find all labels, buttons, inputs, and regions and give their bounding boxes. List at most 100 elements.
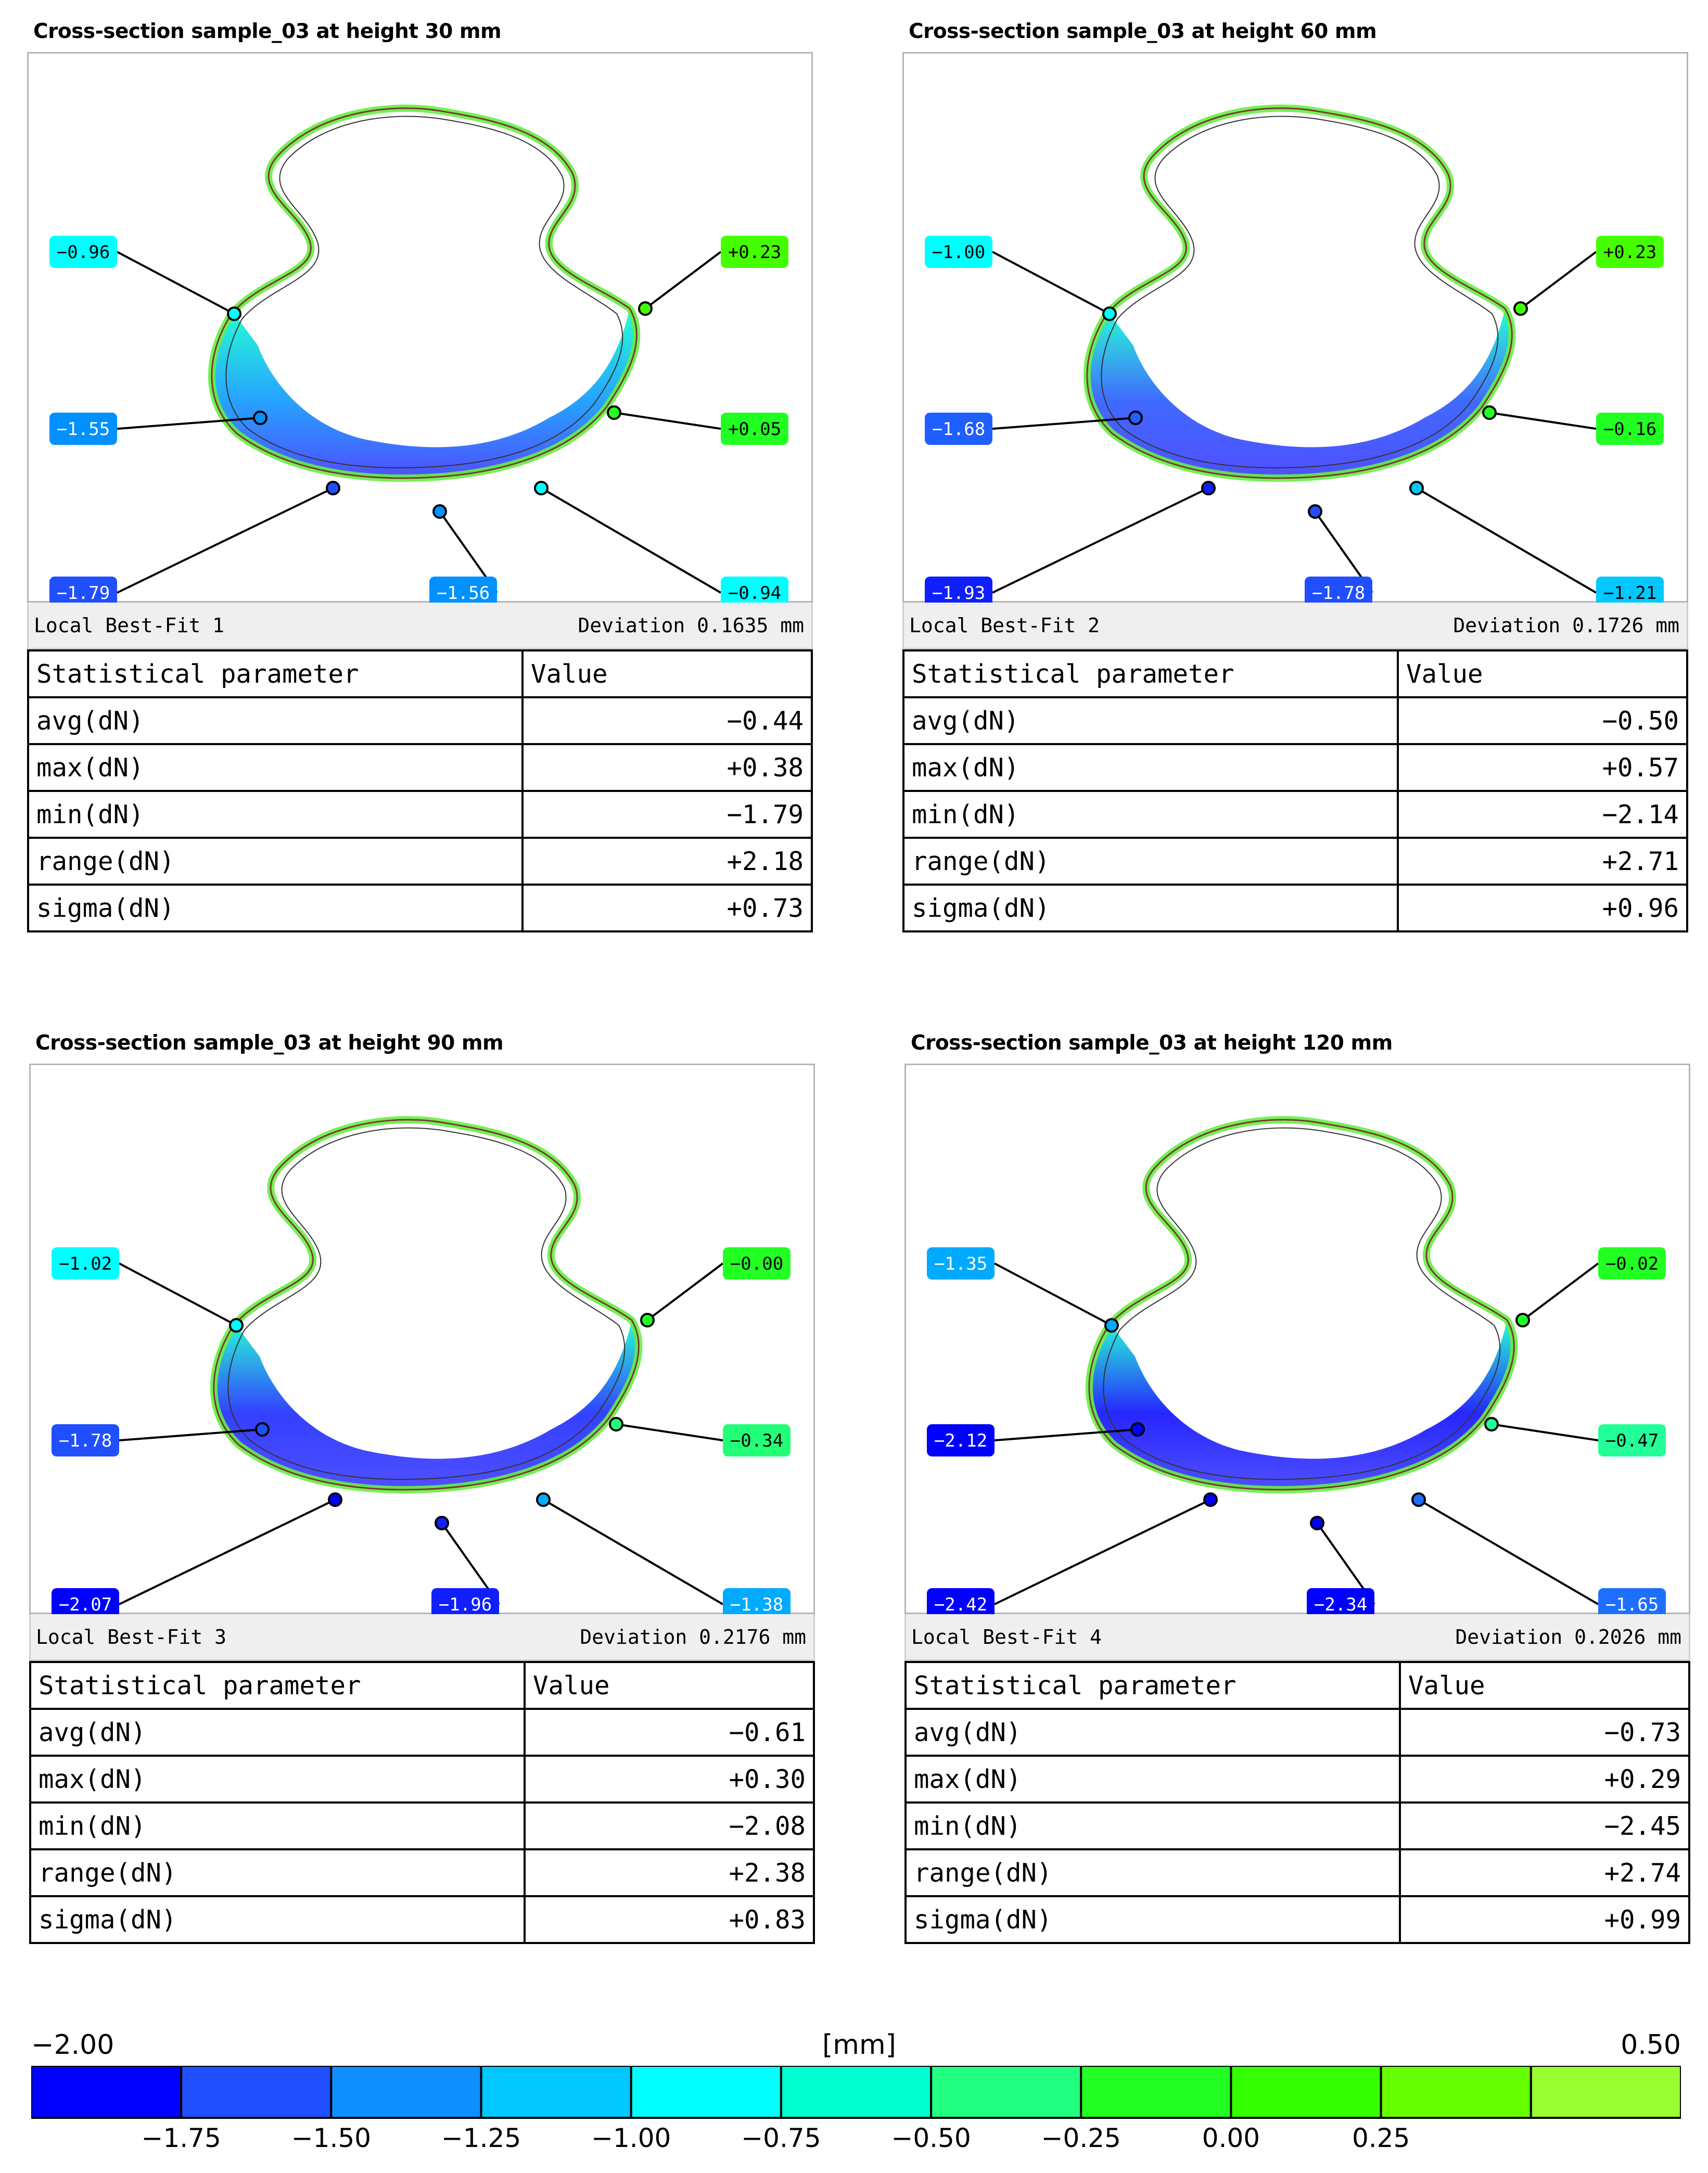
color-scale-segment xyxy=(1080,2066,1232,2119)
best-fit-label: Local Best-Fit 2 xyxy=(909,614,1100,637)
deviation-label-text: −2.07 xyxy=(59,1594,112,1615)
param-name: avg(dN) xyxy=(902,696,1399,745)
actual-outline xyxy=(1086,107,1513,479)
deviation-label-text: −0.34 xyxy=(730,1430,783,1451)
color-scale-segment xyxy=(1230,2066,1382,2119)
table-row: avg(dN)−0.50 xyxy=(902,696,1688,745)
deviation-label-text: −1.55 xyxy=(57,419,110,440)
param-name: avg(dN) xyxy=(904,1708,1401,1757)
param-value: +0.29 xyxy=(1399,1755,1690,1804)
param-name: min(dN) xyxy=(904,1801,1401,1850)
leader-line xyxy=(646,1262,724,1321)
best-fit-bar: Local Best-Fit 3 Deviation 0.2176 mm xyxy=(29,1614,815,1661)
legend-unit-label: [mm] xyxy=(822,2029,896,2061)
leader-line xyxy=(994,1262,1112,1326)
table-row: range(dN)+2.74 xyxy=(904,1848,1690,1897)
deviation-label-box xyxy=(1596,577,1664,604)
deviation-label-box xyxy=(925,236,992,268)
deviation-label-text: −1.35 xyxy=(934,1254,987,1274)
deviation-label: Deviation 0.2026 mm xyxy=(1455,1626,1681,1648)
param-value: +0.57 xyxy=(1397,743,1688,792)
best-fit-label: Local Best-Fit 3 xyxy=(36,1626,227,1648)
header-value: Value xyxy=(524,1661,815,1710)
table-row: min(dN)−2.08 xyxy=(29,1801,815,1850)
deviation-label-box xyxy=(431,1588,499,1616)
legend-tick-label: −1.25 xyxy=(441,2123,521,2153)
table-row: sigma(dN)+0.73 xyxy=(27,884,813,932)
deviation-label-text: −1.21 xyxy=(1603,583,1656,604)
deviation-band xyxy=(1090,1320,1514,1490)
param-name: sigma(dN) xyxy=(904,1895,1401,1944)
leader-line xyxy=(992,417,1136,430)
deviation-band xyxy=(215,1320,639,1490)
deviation-label: Deviation 0.1635 mm xyxy=(578,614,804,637)
color-scale-segment xyxy=(31,2066,183,2119)
deviation-label-box xyxy=(1598,1588,1666,1616)
measure-point-marker xyxy=(435,1516,449,1530)
param-value: −0.44 xyxy=(521,696,813,745)
legend-tick-label: 0.25 xyxy=(1352,2123,1410,2153)
param-name: avg(dN) xyxy=(29,1708,526,1757)
param-name: sigma(dN) xyxy=(902,884,1399,932)
param-value: +0.96 xyxy=(1397,884,1688,932)
nominal-outline xyxy=(1101,116,1499,468)
deviation-label-box xyxy=(925,413,992,445)
measure-point-marker xyxy=(1201,481,1216,495)
cross-section-plot: −1.35−2.12−2.42−2.34−1.65−0.47−0.02 xyxy=(904,1064,1690,1616)
leader-line xyxy=(994,1499,1211,1605)
deviation-label-box xyxy=(52,1247,119,1280)
color-scale-bar xyxy=(31,2066,1681,2119)
measure-point-marker xyxy=(534,481,549,495)
measure-point-marker xyxy=(536,1492,551,1507)
color-scale-segment xyxy=(1380,2066,1532,2119)
actual-outline xyxy=(213,1119,640,1491)
measure-point-marker xyxy=(1513,301,1528,316)
table-header-row: Statistical parameter Value xyxy=(29,1661,815,1710)
best-fit-bar: Local Best-Fit 1 Deviation 0.1635 mm xyxy=(27,603,813,649)
param-value: +0.73 xyxy=(521,884,813,932)
header-parameter: Statistical parameter xyxy=(27,649,524,698)
color-scale-segment xyxy=(930,2066,1082,2119)
param-name: sigma(dN) xyxy=(27,884,524,932)
header-value: Value xyxy=(1397,649,1688,698)
leader-line xyxy=(1416,487,1597,594)
header-parameter: Statistical parameter xyxy=(904,1661,1401,1710)
deviation-label-box xyxy=(1596,413,1664,445)
deviation-label-text: −0.94 xyxy=(728,583,781,604)
deviation-label-box xyxy=(1307,1588,1374,1616)
leader-line xyxy=(117,417,261,430)
table-header-row: Statistical parameter Value xyxy=(27,649,813,698)
deviation-label-box xyxy=(927,1424,995,1456)
leader-line xyxy=(542,1499,724,1605)
leader-line xyxy=(1491,1423,1599,1441)
cross-section-diagram: −0.96−1.55−1.79−1.56−0.94+0.05+0.23 xyxy=(49,104,788,604)
deviation-label-text: −1.79 xyxy=(57,583,110,604)
cross-section-diagram: −1.02−1.78−2.07−1.96−1.38−0.34−0.00 xyxy=(52,1116,791,1616)
table-row: min(dN)−2.45 xyxy=(904,1801,1690,1850)
leader-line xyxy=(1520,251,1597,310)
param-value: +2.38 xyxy=(524,1848,815,1897)
measure-point-marker xyxy=(1308,504,1322,519)
measure-point-marker xyxy=(1515,1313,1530,1327)
measure-point-marker xyxy=(1130,1422,1145,1437)
param-value: −2.45 xyxy=(1399,1801,1690,1850)
color-scale-segment xyxy=(780,2066,933,2119)
deviation-label-text: −2.42 xyxy=(934,1594,987,1615)
param-name: min(dN) xyxy=(29,1801,526,1850)
measure-point-marker xyxy=(1409,481,1424,495)
panel-title: Cross-section sample_03 at height 120 mm xyxy=(911,1031,1393,1055)
measure-point-marker xyxy=(229,1318,244,1333)
deviation-label-text: −2.34 xyxy=(1314,1594,1367,1615)
panel-title: Cross-section sample_03 at height 60 mm xyxy=(909,20,1377,43)
cross-section-plot: −1.02−1.78−2.07−1.96−1.38−0.34−0.00 xyxy=(29,1064,815,1616)
deviation-label-box xyxy=(49,413,117,445)
leader-line xyxy=(1489,412,1597,430)
nominal-outline xyxy=(225,116,623,468)
deviation-label-text: −1.65 xyxy=(1605,1594,1659,1615)
measure-point-marker xyxy=(1310,1516,1324,1530)
leader-line xyxy=(644,251,722,310)
param-value: −2.14 xyxy=(1397,790,1688,839)
deviation-label-text: −1.68 xyxy=(932,419,985,440)
measure-point-marker xyxy=(640,1313,655,1327)
table-row: avg(dN)−0.44 xyxy=(27,696,813,745)
